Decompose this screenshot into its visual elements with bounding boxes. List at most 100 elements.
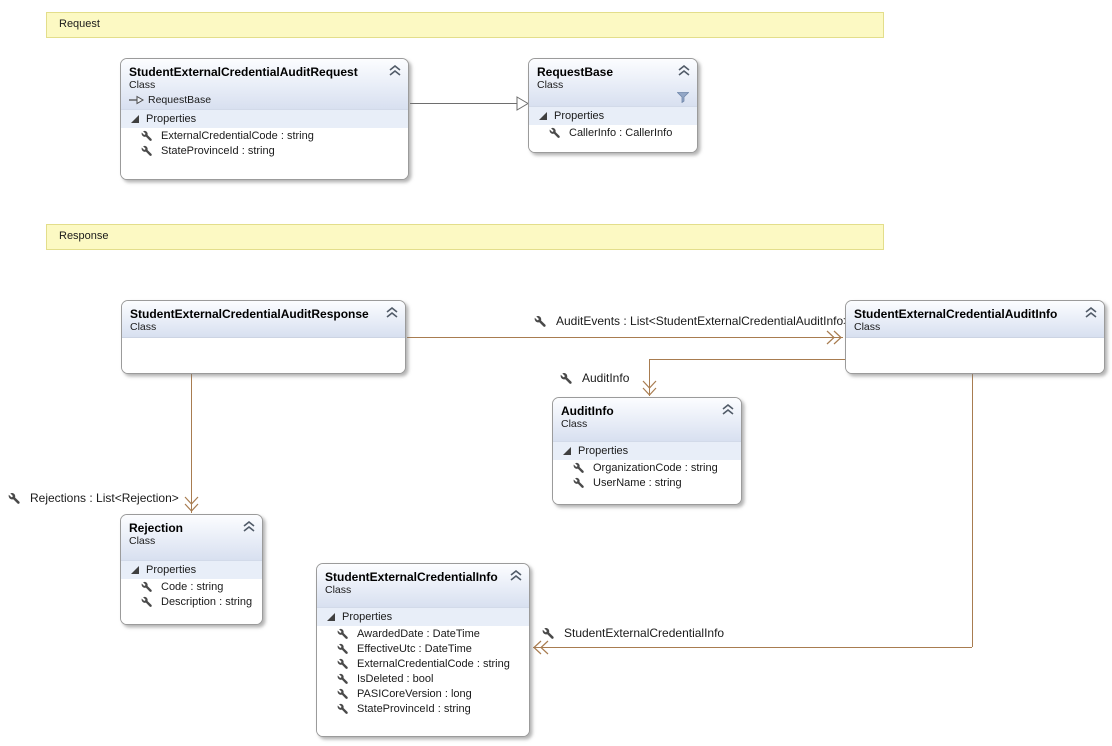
audit-info-label-text: AuditInfo <box>582 371 630 385</box>
class-box-rejection[interactable]: Rejection Class Properties Code : string… <box>120 514 263 625</box>
collapse-chevron-icon[interactable] <box>243 521 255 532</box>
compartment-label: Properties <box>554 110 605 122</box>
collapse-chevron-icon[interactable] <box>510 570 522 581</box>
expander-triangle-icon <box>131 115 139 123</box>
collapse-chevron-icon[interactable] <box>722 404 734 415</box>
credential-info-label[interactable]: StudentExternalCredentialInfo <box>542 626 724 640</box>
credential-info-connector-horizontal[interactable] <box>533 647 972 648</box>
properties-compartment-header[interactable]: Properties <box>317 607 529 626</box>
class-kind: Class <box>561 418 588 430</box>
property-row[interactable]: Description : string <box>121 594 262 609</box>
class-title: RequestBase <box>537 65 614 79</box>
class-header: StudentExternalCredentialAuditRequest Cl… <box>121 59 408 109</box>
property-row[interactable]: Code : string <box>121 579 262 594</box>
expander-triangle-icon <box>539 112 547 120</box>
class-body <box>846 337 1104 373</box>
wrench-icon <box>337 628 348 639</box>
audit-info-connector-vertical[interactable] <box>649 359 650 396</box>
property-text: ExternalCredentialCode : string <box>357 657 510 670</box>
property-text: PASICoreVersion : long <box>357 687 472 700</box>
class-body-padding <box>317 716 529 736</box>
class-header: Rejection Class <box>121 515 262 560</box>
class-body-padding <box>121 609 262 624</box>
property-text: AwardedDate : DateTime <box>357 627 480 640</box>
filter-funnel-icon[interactable] <box>677 92 689 103</box>
property-row[interactable]: CallerInfo : CallerInfo <box>529 125 697 140</box>
class-title: Rejection <box>129 521 184 535</box>
class-header: StudentExternalCredentialInfo Class <box>317 564 529 607</box>
collapse-chevron-icon[interactable] <box>386 307 398 318</box>
property-row[interactable]: OrganizationCode : string <box>553 460 741 475</box>
wrench-icon <box>337 703 348 714</box>
class-box-student-external-credential-audit-info[interactable]: StudentExternalCredentialAuditInfo Class <box>845 300 1105 374</box>
wrench-icon <box>549 127 560 138</box>
properties-compartment-header[interactable]: Properties <box>529 106 697 125</box>
properties-compartment-header[interactable]: Properties <box>121 109 408 128</box>
class-box-student-external-credential-info[interactable]: StudentExternalCredentialInfo Class Prop… <box>316 563 530 737</box>
rejections-label[interactable]: Rejections : List<Rejection> <box>8 491 179 505</box>
property-row[interactable]: IsDeleted : bool <box>317 671 529 686</box>
credential-info-connector-vertical[interactable] <box>972 374 973 647</box>
class-box-request-base[interactable]: RequestBase Class Properties CallerInfo … <box>528 58 698 153</box>
collapse-chevron-icon[interactable] <box>1085 307 1097 318</box>
audit-events-arrowhead-icon <box>826 330 843 345</box>
wrench-icon <box>573 462 584 473</box>
audit-info-arrowhead-icon <box>642 380 657 397</box>
property-row[interactable]: UserName : string <box>553 475 741 490</box>
property-row[interactable]: ExternalCredentialCode : string <box>317 656 529 671</box>
audit-events-label-text: AuditEvents : List<StudentExternalCreden… <box>556 314 851 328</box>
base-type-name: RequestBase <box>148 94 212 106</box>
collapse-chevron-icon[interactable] <box>389 65 401 76</box>
property-row[interactable]: ExternalCredentialCode : string <box>121 128 408 143</box>
class-kind: Class <box>130 321 157 333</box>
rejections-arrowhead-icon <box>184 496 199 513</box>
wrench-icon <box>141 581 152 592</box>
class-body-padding <box>529 140 697 152</box>
collapse-chevron-icon[interactable] <box>678 65 690 76</box>
class-body-padding <box>553 490 741 504</box>
property-text: StateProvinceId : string <box>357 702 471 715</box>
request-banner[interactable]: Request <box>46 12 884 38</box>
property-row[interactable]: StateProvinceId : string <box>121 143 408 158</box>
audit-events-label[interactable]: AuditEvents : List<StudentExternalCreden… <box>534 314 850 328</box>
audit-info-label[interactable]: AuditInfo <box>560 371 629 385</box>
rejections-connector[interactable] <box>191 374 192 513</box>
class-box-student-external-credential-audit-request[interactable]: StudentExternalCredentialAuditRequest Cl… <box>120 58 409 180</box>
property-text: OrganizationCode : string <box>593 461 718 474</box>
wrench-icon <box>542 627 554 639</box>
wrench-icon <box>337 673 348 684</box>
wrench-icon <box>337 658 348 669</box>
expander-triangle-icon <box>131 566 139 574</box>
property-text: CallerInfo : CallerInfo <box>569 126 673 139</box>
class-title: StudentExternalCredentialAuditInfo <box>854 307 1058 321</box>
property-row[interactable]: EffectiveUtc : DateTime <box>317 641 529 656</box>
expander-triangle-icon <box>563 447 571 455</box>
inheritance-connector[interactable] <box>410 103 518 104</box>
properties-compartment-header[interactable]: Properties <box>121 560 262 579</box>
credential-info-arrowhead-icon <box>532 640 549 655</box>
property-text: Description : string <box>161 595 253 608</box>
class-title: StudentExternalCredentialAuditResponse <box>130 307 369 321</box>
property-row[interactable]: AwardedDate : DateTime <box>317 626 529 641</box>
wrench-icon <box>141 145 152 156</box>
class-box-audit-info[interactable]: AuditInfo Class Properties OrganizationC… <box>552 397 742 505</box>
expander-triangle-icon <box>327 613 335 621</box>
wrench-icon <box>141 130 152 141</box>
class-box-student-external-credential-audit-response[interactable]: StudentExternalCredentialAuditResponse C… <box>121 300 406 374</box>
audit-info-connector-horizontal[interactable] <box>649 359 845 360</box>
wrench-icon <box>560 372 572 384</box>
base-type-row: RequestBase <box>129 94 400 106</box>
response-banner[interactable]: Response <box>46 224 884 250</box>
property-row[interactable]: PASICoreVersion : long <box>317 686 529 701</box>
rejections-label-text: Rejections : List<Rejection> <box>30 491 179 505</box>
wrench-icon <box>337 643 348 654</box>
class-kind: Class <box>129 535 156 547</box>
compartment-label: Properties <box>342 611 393 623</box>
audit-events-connector[interactable] <box>407 337 843 338</box>
properties-compartment-header[interactable]: Properties <box>553 441 741 460</box>
wrench-icon <box>573 477 584 488</box>
class-header: RequestBase Class <box>529 59 697 106</box>
property-row[interactable]: StateProvinceId : string <box>317 701 529 716</box>
class-title: StudentExternalCredentialInfo <box>325 570 498 584</box>
wrench-icon <box>8 492 20 504</box>
